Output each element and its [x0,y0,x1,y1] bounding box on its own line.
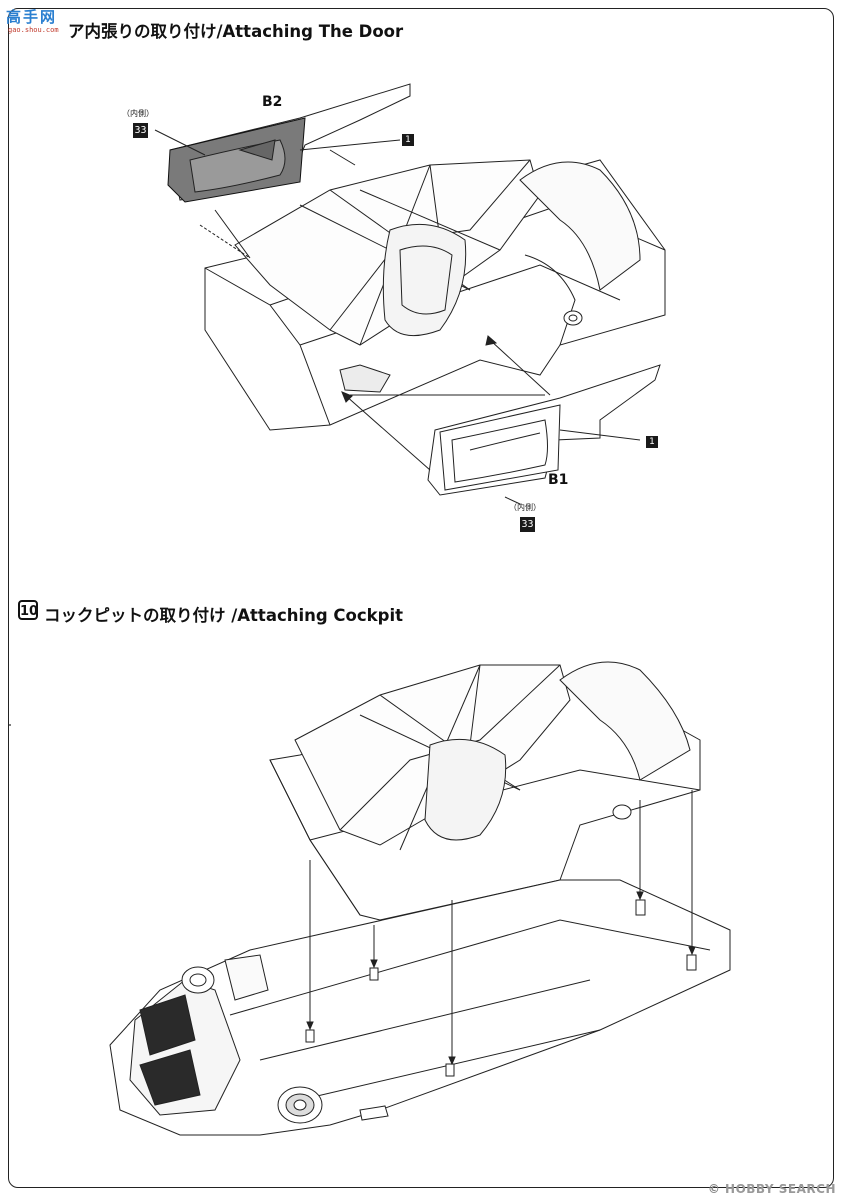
step10-cockpit-drawing [270,662,700,920]
part1-tag-top: 1 [402,134,414,146]
logo-url: gao.shou.com [8,26,59,34]
part1-tag-bottom: 1 [646,436,658,448]
step9-chassis-drawing [205,160,665,430]
step10-title: コックピットの取り付け /Attaching Cockpit [44,606,403,625]
step9-title: ア内張りの取り付け/Attaching The Door [68,22,404,41]
door-b1-drawing [342,336,660,504]
door-b2-drawing [155,84,410,258]
footer-brand: HOBBY SEARCH [725,1182,836,1196]
step10-floor-drawing [110,790,730,1135]
site-logo: 高手网 gao.shou.com [4,6,66,36]
color-code-bottom: 33 [520,517,535,532]
inner-side-label-top: （内側） [122,109,154,118]
inner-side-label-bottom: （内側） [509,503,541,512]
part-b1-label: B1 [548,472,569,488]
logo-text: 高手网 [6,8,58,26]
part-b2-label: B2 [262,94,283,110]
copyright-mark: © [707,1182,721,1196]
color-code-top: 33 [133,123,148,138]
step10-number: 10 [18,600,38,620]
page-frame [8,8,834,1188]
scan-dot [9,724,11,726]
footer-watermark: © HOBBY SEARCH [708,1182,836,1196]
